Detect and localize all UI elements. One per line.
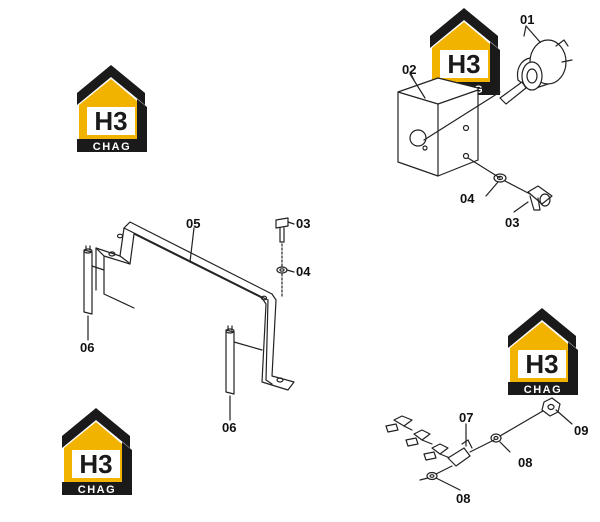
washer-part bbox=[490, 407, 549, 443]
connector-stud-part bbox=[405, 429, 433, 447]
battery-switch-part bbox=[499, 25, 573, 105]
logo-mark-text: H3 bbox=[447, 49, 480, 79]
part-label-04: 04 bbox=[460, 191, 475, 206]
part-label-08: 08 bbox=[456, 491, 470, 506]
brand-logo: H3 CHAG bbox=[508, 308, 578, 396]
bolt-part bbox=[275, 217, 289, 267]
part-label-09: 09 bbox=[574, 423, 588, 438]
logo-mark-text: H3 bbox=[94, 106, 127, 136]
connector-stud-part bbox=[385, 415, 413, 433]
part-label-02: 02 bbox=[402, 62, 416, 77]
standoff-part bbox=[83, 245, 105, 315]
logo-brand-text: CHAG bbox=[78, 484, 116, 496]
part-label-04: 04 bbox=[296, 264, 311, 279]
washer-part bbox=[493, 173, 507, 183]
part-label-07: 07 bbox=[459, 410, 473, 425]
brand-logo: H3 CHAG bbox=[62, 408, 132, 496]
logo-brand-text: CHAG bbox=[524, 384, 562, 396]
part-label-06: 06 bbox=[80, 340, 94, 355]
part-label-03: 03 bbox=[296, 216, 310, 231]
logo-brand-text: CHAG bbox=[93, 141, 131, 153]
part-label-03: 03 bbox=[505, 215, 519, 230]
logo-mark-text: H3 bbox=[525, 349, 558, 379]
terminal-post-part bbox=[447, 431, 495, 467]
washer-part bbox=[276, 266, 288, 297]
part-label-08: 08 bbox=[518, 455, 532, 470]
part-label-06: 06 bbox=[222, 420, 236, 435]
mounting-bracket-part bbox=[95, 221, 295, 391]
washer-part bbox=[419, 465, 453, 481]
switch-housing-part bbox=[397, 73, 501, 177]
nut-part bbox=[541, 397, 561, 417]
bolt-part bbox=[527, 185, 553, 211]
part-label-05: 05 bbox=[186, 216, 200, 231]
part-label-01: 01 bbox=[520, 12, 534, 27]
logo-mark-text: H3 bbox=[79, 449, 112, 479]
connector-stud-part bbox=[423, 443, 451, 461]
brand-logo: H3 CHAG bbox=[77, 65, 147, 153]
standoff-part bbox=[225, 325, 263, 395]
